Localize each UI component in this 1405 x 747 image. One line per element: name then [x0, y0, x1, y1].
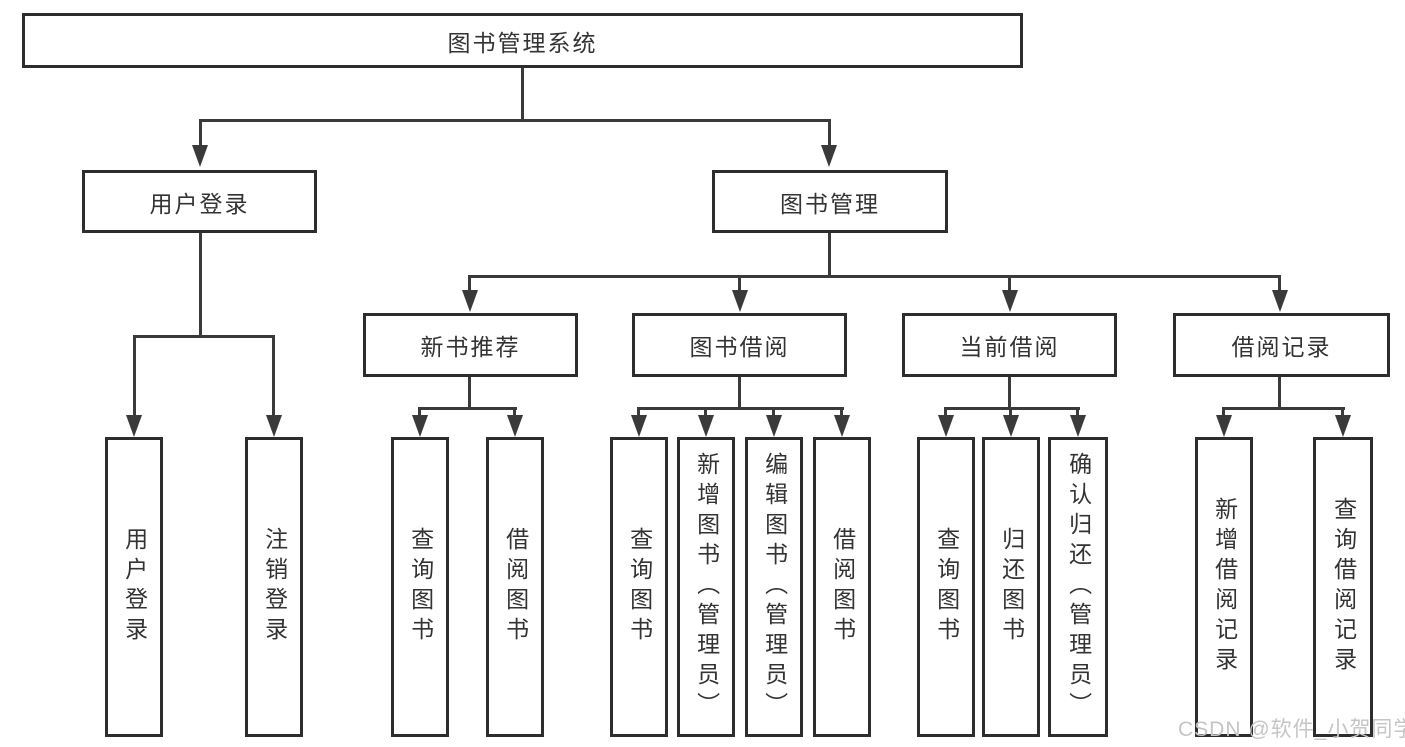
arrow-shaft-leaf-logout	[272, 335, 275, 417]
arrow-head-bb-add	[698, 415, 714, 437]
arrow-shaft-current-borrow	[1008, 275, 1011, 291]
node-label: 借阅记录	[1231, 334, 1332, 360]
arrow-head-cb-return	[1003, 415, 1019, 437]
node-label: 图书管理系统	[447, 29, 598, 56]
arrow-head-bb-query	[631, 415, 647, 437]
arrow-head-new-book	[462, 290, 478, 312]
arrow-head-br-query	[1335, 415, 1351, 437]
node-label: 查询借阅记录	[1330, 497, 1357, 677]
connector-currentborrow-rail	[944, 407, 1080, 410]
node-borrow-records: 借阅记录	[1173, 313, 1390, 377]
leaf-add-borrow-record: 新增借阅记录	[1195, 437, 1253, 737]
arrow-shaft-leaf-user-login	[133, 335, 136, 417]
node-book-management: 图书管理	[712, 170, 948, 233]
arrow-shaft-user-login	[199, 119, 202, 147]
connector-bookborrow-rail	[637, 407, 844, 410]
arrow-head-bb-borrow	[834, 415, 850, 437]
arrow-shaft-book-borrow	[738, 275, 741, 291]
node-label: 当前借阅	[959, 334, 1060, 360]
leaf-borrow-books-recommend: 借阅图书	[486, 437, 544, 737]
arrow-shaft-book-management	[828, 119, 831, 147]
node-current-borrow: 当前借阅	[902, 313, 1117, 377]
node-label: 查询图书	[933, 527, 960, 647]
leaf-return-books: 归还图书	[982, 437, 1040, 737]
leaf-edit-book-admin: 编辑图书（管理员）	[745, 437, 803, 737]
watermark: CSDN @软件_小贺同学	[1178, 718, 1405, 741]
arrow-shaft-new-book	[468, 275, 471, 291]
node-label: 查询图书	[626, 527, 653, 647]
arrow-shaft-bb-query	[637, 407, 640, 417]
leaf-confirm-return-admin: 确认归还（管理员）	[1048, 437, 1108, 737]
arrow-head-current-borrow	[1002, 290, 1018, 312]
node-label: 用户登录	[121, 527, 148, 647]
node-label: 注销登录	[261, 527, 288, 647]
arrow-shaft-nb-borrow	[513, 407, 516, 417]
node-label: 查询图书	[407, 527, 434, 647]
arrow-head-book-borrow	[732, 290, 748, 312]
connector-bookmgmt-stem	[828, 233, 831, 275]
connector-userlogin-rail	[133, 335, 274, 338]
arrow-shaft-cb-confirm	[1076, 407, 1079, 417]
node-book-borrow: 图书借阅	[632, 313, 847, 377]
arrow-head-user-login	[192, 145, 208, 167]
node-label: 借阅图书	[502, 527, 529, 647]
connector-newbook-stem	[468, 377, 471, 407]
arrow-head-borrow-records	[1272, 290, 1288, 312]
leaf-query-books-borrow: 查询图书	[610, 437, 668, 737]
arrow-shaft-nb-query	[418, 407, 421, 417]
node-label: 图书借阅	[689, 334, 790, 360]
arrow-shaft-cb-return	[1009, 407, 1012, 417]
arrow-head-leaf-user-login	[126, 415, 142, 437]
leaf-user-login: 用户登录	[105, 437, 163, 737]
node-label: 新增图书（管理员）	[693, 452, 720, 722]
connector-root-rail	[199, 119, 831, 122]
node-user-login: 用户登录	[82, 170, 317, 233]
connector-bookborrow-stem	[738, 377, 741, 407]
arrow-shaft-bb-add	[704, 407, 707, 417]
connector-currentborrow-stem	[1008, 377, 1011, 407]
node-root: 图书管理系统	[22, 13, 1023, 68]
node-label: 归还图书	[998, 527, 1025, 647]
leaf-borrow-books: 借阅图书	[813, 437, 871, 737]
leaf-query-borrow-record: 查询借阅记录	[1313, 437, 1373, 737]
arrow-shaft-cb-query	[944, 407, 947, 417]
connector-borrowrecords-stem	[1278, 377, 1281, 407]
leaf-query-books-current: 查询图书	[917, 437, 975, 737]
connector-root-stem	[521, 68, 524, 119]
node-label: 确认归还（管理员）	[1065, 452, 1092, 722]
connector-newbook-rail	[418, 407, 517, 410]
arrow-head-nb-query	[412, 415, 428, 437]
arrow-shaft-br-add	[1222, 407, 1225, 417]
connector-borrowrecords-rail	[1222, 407, 1345, 410]
leaf-query-books-recommend: 查询图书	[391, 437, 449, 737]
arrow-shaft-br-query	[1341, 407, 1344, 417]
node-new-book-recommend: 新书推荐	[363, 313, 578, 377]
arrow-shaft-bb-borrow	[840, 407, 843, 417]
arrow-shaft-bb-edit	[772, 407, 775, 417]
arrow-head-br-add	[1216, 415, 1232, 437]
node-label: 借阅图书	[829, 527, 856, 647]
node-label: 新书推荐	[420, 334, 521, 360]
node-label: 新增借阅记录	[1211, 497, 1238, 677]
leaf-add-book-admin: 新增图书（管理员）	[677, 437, 735, 737]
arrow-head-leaf-logout	[266, 415, 282, 437]
leaf-logout: 注销登录	[245, 437, 303, 737]
connector-bookmgmt-rail	[469, 275, 1281, 278]
node-label: 用户登录	[149, 190, 250, 217]
arrow-head-book-management	[821, 145, 837, 167]
arrow-head-bb-edit	[766, 415, 782, 437]
arrow-head-cb-confirm	[1070, 415, 1086, 437]
arrow-head-nb-borrow	[507, 415, 523, 437]
connector-userlogin-stem	[199, 233, 202, 335]
node-label: 图书管理	[780, 190, 880, 217]
arrow-head-cb-query	[938, 415, 954, 437]
arrow-shaft-borrow-records	[1278, 275, 1281, 291]
node-label: 编辑图书（管理员）	[761, 452, 788, 722]
